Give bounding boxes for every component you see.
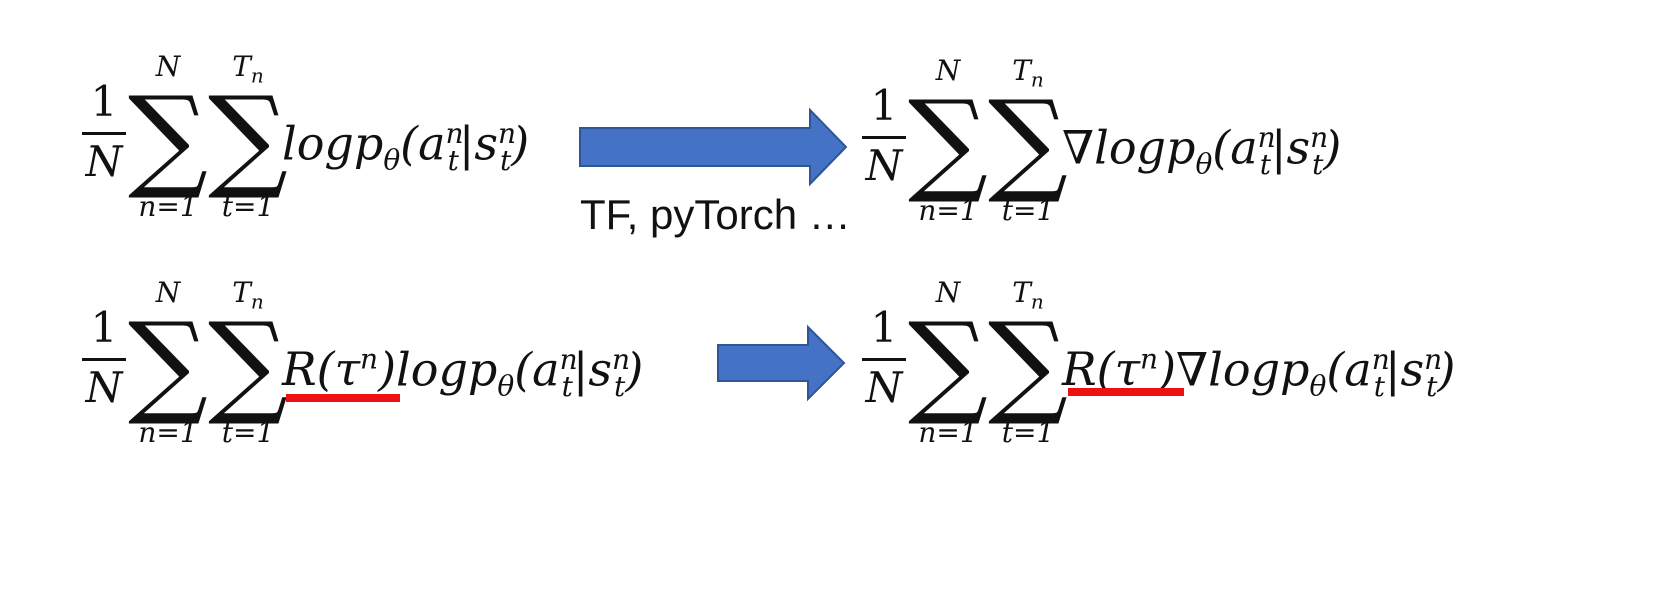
equation-gradient-log-likelihood: 1 N N ∑ n=1 Tn ∑ t=1 ∇logpθ(ant|snt) xyxy=(860,56,1420,246)
small-arrow xyxy=(717,324,846,402)
sigma-symbol: ∑ xyxy=(988,299,1068,429)
reward-underline xyxy=(1068,388,1184,396)
weighted-grad-log-prob-term: R(τn)∇logpθ(ant|snt) xyxy=(1062,342,1456,403)
sigma-symbol: ∑ xyxy=(908,77,988,207)
sigma-symbol: ∑ xyxy=(988,77,1068,207)
fraction-bar xyxy=(862,136,906,139)
equation-weighted-gradient: 1 N N ∑ n=1 Tn ∑ t=1 R(τn)∇logpθ(ant|snt… xyxy=(860,278,1520,468)
fraction-bar xyxy=(862,358,906,361)
arrow-shape xyxy=(717,324,846,402)
sigma-symbol: ∑ xyxy=(128,73,208,203)
reward-underline xyxy=(286,394,400,402)
sigma-symbol: ∑ xyxy=(208,73,288,203)
sigma-symbol: ∑ xyxy=(208,299,288,429)
log-prob-term: logpθ(ant|snt) xyxy=(282,116,530,177)
nabla-symbol: ∇ xyxy=(1176,342,1209,397)
arrow-shape xyxy=(579,107,848,187)
fraction-bar xyxy=(82,132,126,135)
big-arrow xyxy=(579,107,848,187)
equation-log-likelihood: 1 N N ∑ n=1 Tn ∑ t=1 logpθ(ant|snt) xyxy=(80,52,600,242)
trajectory-reward: R(τn) xyxy=(1062,342,1177,397)
grad-log-prob-term: ∇logpθ(ant|snt) xyxy=(1062,120,1342,181)
sigma-symbol: ∑ xyxy=(908,299,988,429)
nabla-symbol: ∇ xyxy=(1062,120,1095,175)
fraction-bar xyxy=(82,358,126,361)
sigma-symbol: ∑ xyxy=(128,299,208,429)
trajectory-reward: R(τn) xyxy=(282,342,397,397)
weighted-log-prob-term: R(τn)logpθ(ant|snt) xyxy=(282,342,644,403)
equation-weighted-log-likelihood: 1 N N ∑ n=1 Tn ∑ t=1 R(τn)logpθ(ant|snt) xyxy=(80,278,720,468)
framework-caption: TF, pyTorch … xyxy=(580,191,851,238)
